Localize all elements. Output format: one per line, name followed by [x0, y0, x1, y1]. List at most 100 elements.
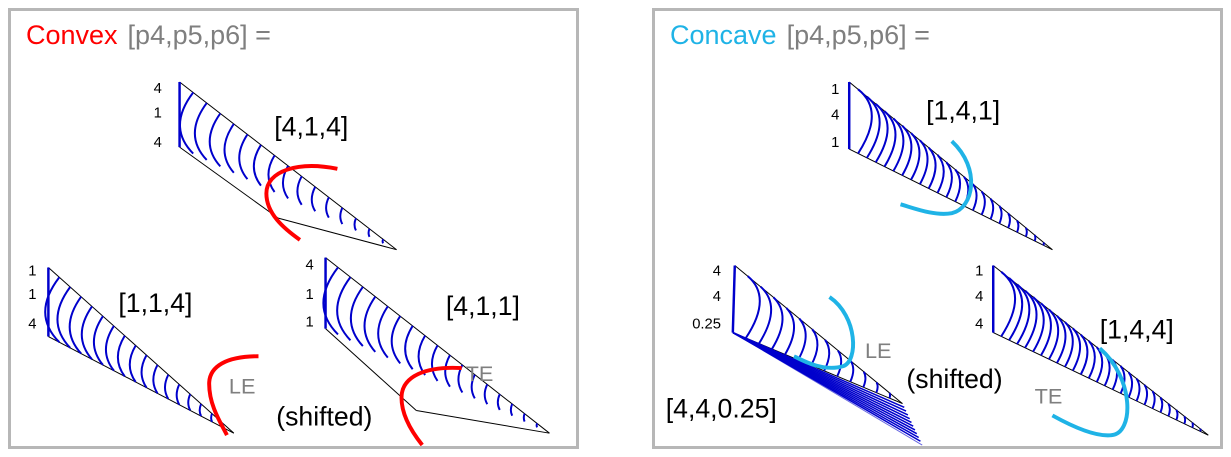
mesh-isolines: [847, 82, 1045, 246]
mesh-isoline: [56, 286, 71, 349]
mesh-isoline: [1119, 365, 1126, 394]
mesh-isoline: [888, 392, 892, 399]
mesh-isoline: [1033, 234, 1037, 242]
mesh-isoline: [252, 144, 262, 187]
panel-keyword: Concave: [670, 20, 777, 50]
mesh-isoline: [1016, 220, 1020, 233]
mesh-isolines: [731, 265, 892, 399]
mesh-isoline: [179, 91, 194, 155]
mesh-isoline: [936, 154, 945, 194]
mesh-fan-lines: [732, 331, 921, 442]
plot-label: [1,1,4]: [118, 288, 192, 318]
tick-label: 4: [975, 289, 983, 305]
mesh-isoline: [874, 103, 889, 163]
mesh-isoline: [390, 315, 402, 365]
mesh-isoline: [1135, 378, 1141, 402]
te-annotation: TE: [1035, 384, 1063, 409]
mesh-isoline: [1127, 371, 1134, 398]
le-annotation: LE: [865, 338, 892, 363]
mesh-isoline: [1064, 321, 1074, 368]
mesh-isoline: [919, 139, 929, 185]
mesh-plot-p2: [44, 267, 235, 434]
plot-label: [4,1,4]: [274, 111, 348, 141]
mesh-isoline: [1040, 302, 1052, 356]
tick-label: 1: [305, 315, 313, 331]
shifted-annotation: (shifted): [276, 401, 372, 431]
mesh-bottom-edge: [993, 332, 1209, 436]
mesh-isoline: [363, 296, 377, 353]
mesh-isoline: [980, 190, 986, 216]
mesh-isoline: [1048, 308, 1060, 360]
mesh-leading-edge: [731, 265, 737, 333]
mesh-isoline: [404, 325, 414, 370]
mesh-isoline: [1095, 346, 1104, 383]
tick-label: 1: [831, 82, 839, 98]
mesh-bottom-edge: [48, 336, 235, 434]
concave-plots-canvas: 1 4 1 [1,4,1] 4 4 0.25 [4,4,0.25] LE (sh…: [666, 81, 1209, 446]
params-label: [p4,p5,p6] =: [127, 20, 271, 50]
mesh-plot-p1: [178, 81, 397, 251]
mesh-fan-line: [732, 331, 921, 442]
tick-label: 1: [305, 287, 313, 303]
mesh-isoline: [310, 186, 317, 212]
mesh-isoline: [68, 296, 82, 355]
mesh-isoline: [522, 413, 526, 422]
mesh-isoline: [152, 364, 159, 394]
mesh-isoline: [322, 266, 339, 336]
panel-title: Concave [p4,p5,p6] =: [670, 20, 930, 51]
mesh-isoline: [208, 112, 222, 168]
plot-label: [1,4,4]: [1100, 314, 1174, 344]
mesh-isoline: [104, 325, 115, 372]
mesh-isoline: [849, 360, 855, 383]
mesh-isoline: [325, 196, 330, 219]
mesh-isoline: [836, 349, 843, 377]
tick-label: 0.25: [692, 317, 721, 333]
mesh-isoline: [44, 276, 61, 343]
mesh-isoline: [797, 317, 807, 361]
mesh-isoline: [175, 384, 181, 406]
tick-label: 1: [28, 263, 36, 279]
te-annotation: TE: [466, 361, 494, 386]
mesh-tip-edge: [416, 410, 550, 434]
mesh-isoline: [483, 384, 489, 405]
mesh-isoline: [998, 205, 1003, 224]
mesh-bottom-edge: [179, 146, 279, 219]
mesh-isoline: [745, 275, 761, 339]
mesh-isoline: [444, 354, 451, 388]
mesh-isoline: [336, 276, 352, 341]
mesh-isoline: [1143, 384, 1149, 406]
mesh-isoline: [784, 307, 796, 355]
mesh-isoline: [1079, 333, 1089, 375]
tick-label: 4: [305, 257, 313, 273]
tick-label: 4: [154, 135, 162, 151]
params-label: [p4,p5,p6] =: [786, 20, 930, 50]
mesh-isoline: [945, 161, 953, 198]
mesh-plot-p1: [847, 81, 1053, 251]
convex-curve: [399, 365, 462, 446]
mesh-isolines: [178, 82, 384, 244]
concave-curve: [899, 139, 974, 216]
convex-curve: [264, 164, 338, 242]
mesh-isoline: [1008, 277, 1024, 341]
mesh-isoline: [140, 354, 148, 389]
mesh-isoline: [1151, 390, 1156, 409]
mesh-isoline: [1032, 296, 1045, 353]
mesh-isoline: [1016, 283, 1031, 345]
tick-label: 1: [831, 135, 839, 151]
panel-keyword: Convex: [26, 20, 118, 50]
mesh-isoline: [1056, 315, 1067, 364]
mesh-isoline: [353, 217, 357, 231]
mesh-isoline: [1183, 415, 1187, 425]
mesh-isoline: [377, 305, 389, 359]
mesh-isoline: [862, 371, 867, 388]
mesh-isoline: [1087, 340, 1096, 379]
mesh-isoline: [866, 95, 881, 159]
mesh-isoline: [1167, 403, 1171, 417]
mesh-isoline: [116, 335, 126, 377]
shifted-annotation: (shifted): [906, 364, 1002, 394]
tick-label: 4: [713, 263, 721, 279]
tick-label: 4: [831, 108, 839, 124]
mesh-isoline: [901, 125, 913, 176]
concave-curve: [793, 295, 856, 370]
mesh-isoline: [954, 168, 962, 203]
